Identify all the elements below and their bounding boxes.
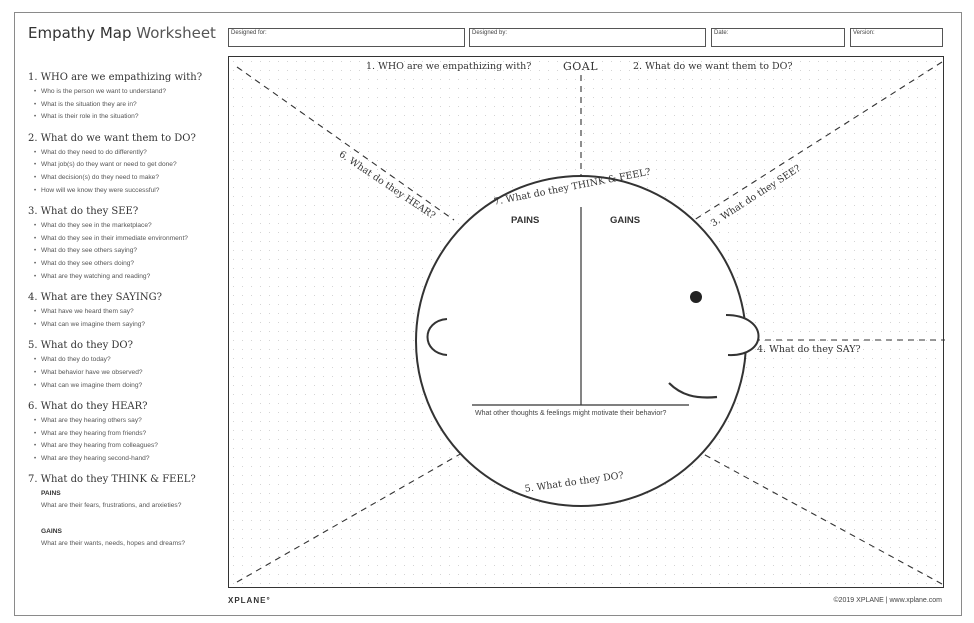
question: What do they see in the marketplace?	[28, 220, 224, 233]
question-sidebar: 1. WHO are we empathizing with? Who is t…	[28, 72, 224, 559]
question: What do they see others doing?	[28, 258, 224, 271]
question: What do they see in their immediate envi…	[28, 233, 224, 246]
divider-bottom-right	[693, 448, 943, 585]
head-eye	[690, 291, 702, 303]
section-who: 1. WHO are we empathizing with? Who is t…	[28, 72, 224, 124]
question: What are they hearing from friends?	[28, 428, 224, 441]
question: What decision(s) do they need to make?	[28, 172, 224, 185]
section-do: 5. What do they DO? What do they do toda…	[28, 340, 224, 392]
section-saying: 4. What are they SAYING? What have we he…	[28, 292, 224, 331]
section-heading: 6. What do they HEAR?	[28, 401, 148, 413]
date-label: Date:	[714, 30, 729, 36]
version-label: Version:	[853, 30, 875, 36]
question: What do they see others saying?	[28, 245, 224, 258]
pains-question: What are their fears, frustrations, and …	[41, 502, 182, 510]
head-cheek	[426, 318, 448, 356]
designed-for-label: Designed for:	[231, 30, 267, 36]
head-ear	[725, 314, 760, 357]
label-who: 1. WHO are we empathizing with?	[366, 61, 532, 72]
empathy-map-canvas[interactable]: 1. WHO are we empathizing with? GOAL 2. …	[228, 56, 945, 588]
question: What do they do today?	[28, 354, 224, 367]
title-main: Empathy Map	[28, 24, 132, 42]
title-sub: Worksheet	[136, 24, 216, 42]
divider-top-right	[690, 61, 943, 223]
question: Who is the person we want to understand?	[28, 86, 224, 99]
gains-label: GAINS	[41, 528, 62, 536]
question: What can we imagine them doing?	[28, 380, 224, 393]
section-think-feel: 7. What do they THINK & FEEL? PAINS What…	[28, 474, 224, 550]
question: What are they watching and reading?	[28, 271, 224, 284]
section-heading: 4. What are they SAYING?	[28, 292, 162, 304]
question: What job(s) do they want or need to get …	[28, 159, 224, 172]
xplane-logo: XPLANE°	[228, 596, 271, 605]
section-hear: 6. What do they HEAR? What are they hear…	[28, 401, 224, 465]
section-heading: 3. What do they SEE?	[28, 206, 139, 218]
label-do-want: 2. What do we want them to DO?	[633, 61, 793, 72]
section-heading: 1. WHO are we empathizing with?	[28, 72, 203, 83]
section-heading: 2. What do we want them to DO?	[28, 132, 196, 144]
question: How will we know they were successful?	[28, 185, 224, 198]
question: What are they hearing second-hand?	[28, 453, 224, 466]
section-heading: 5. What do they DO?	[28, 340, 133, 352]
section-do-want: 2. What do we want them to DO? What do t…	[28, 133, 224, 197]
label-goal: GOAL	[563, 60, 599, 73]
divider-bottom-left	[236, 448, 470, 583]
designed-by-field[interactable]: Designed by:	[469, 28, 706, 47]
gains-question: What are their wants, needs, hopes and d…	[41, 540, 186, 548]
designed-by-label: Designed by:	[472, 30, 508, 36]
section-see: 3. What do they SEE? What do they see in…	[28, 206, 224, 283]
designed-for-field[interactable]: Designed for:	[228, 28, 465, 47]
question: What can we imagine them saying?	[28, 319, 224, 332]
label-gains: GAINS	[610, 215, 641, 226]
section-heading: 7. What do they THINK & FEEL?	[28, 474, 196, 486]
label-say: 4. What do they SAY?	[757, 344, 861, 355]
label-other-thoughts: What other thoughts & feelings might mot…	[475, 410, 667, 417]
page-title: Empathy Map Worksheet	[28, 24, 216, 42]
copyright-text: ©2019 XPLANE | www.xplane.com	[833, 597, 942, 604]
pains-label: PAINS	[41, 490, 61, 498]
head-mouth	[668, 382, 718, 399]
label-pains: PAINS	[511, 215, 540, 226]
question: What behavior have we observed?	[28, 367, 224, 380]
question: What is the situation they are in?	[28, 99, 224, 112]
version-field[interactable]: Version:	[850, 28, 943, 47]
empathy-map-diagram	[236, 61, 945, 585]
question: What do they need to do differently?	[28, 147, 224, 160]
question: What have we heard them say?	[28, 306, 224, 319]
question: What is their role in the situation?	[28, 111, 224, 124]
date-field[interactable]: Date:	[711, 28, 845, 47]
question: What are they hearing from colleagues?	[28, 440, 224, 453]
divider-lines	[236, 61, 945, 585]
question: What are they hearing others say?	[28, 415, 224, 428]
divider-top-left	[236, 66, 455, 221]
